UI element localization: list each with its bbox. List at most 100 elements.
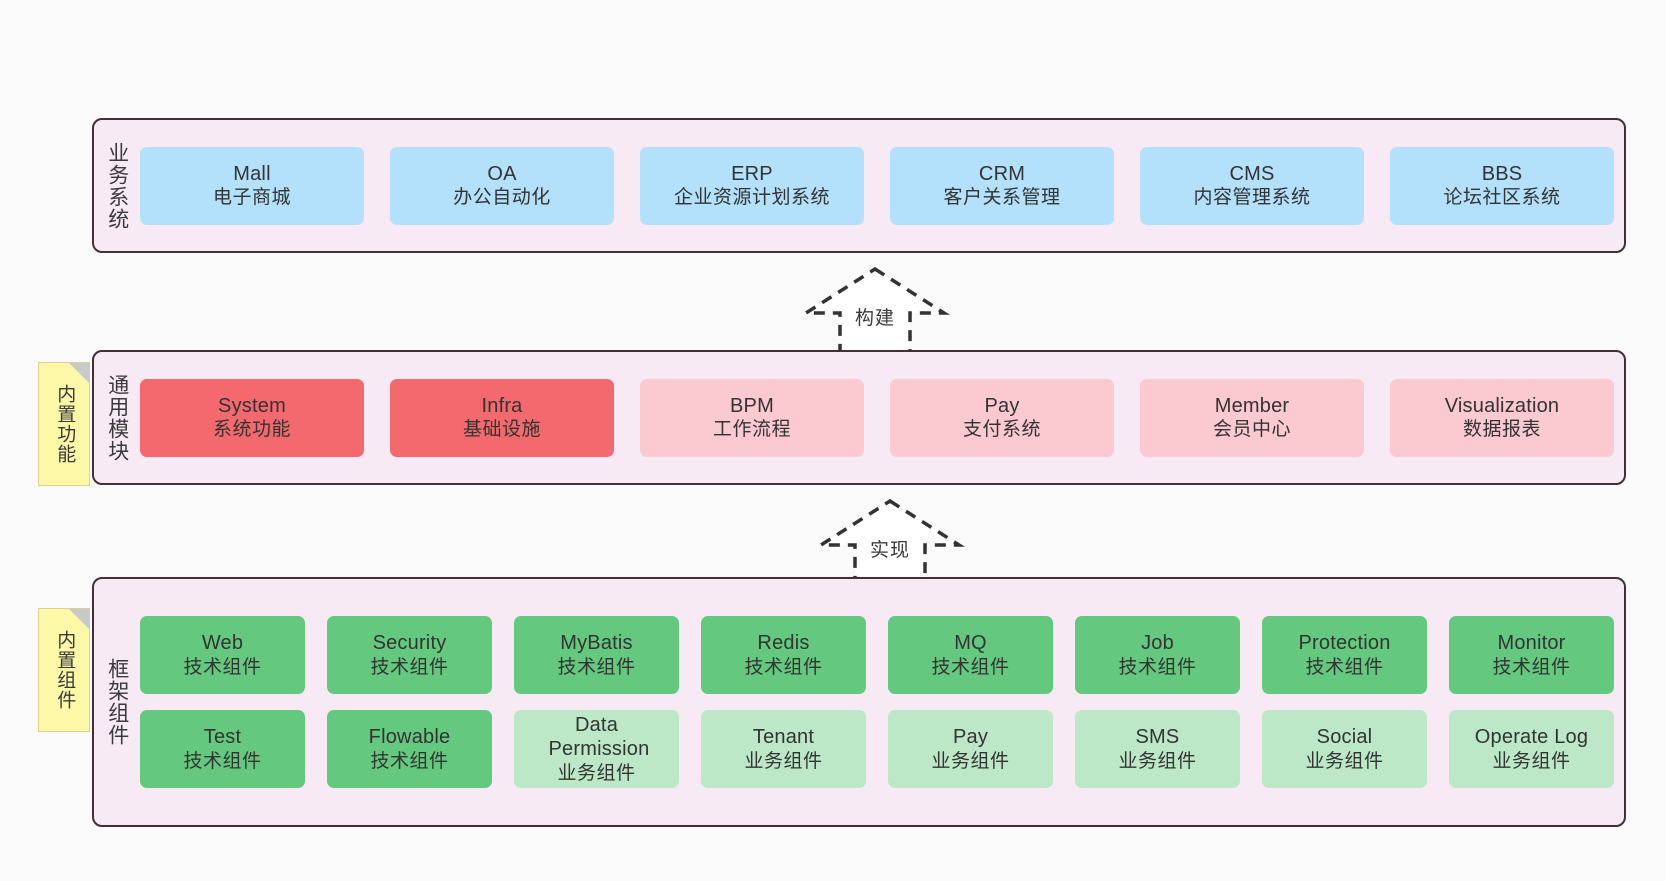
card-bpm[interactable]: BPM 工作流程: [640, 378, 864, 457]
card-title-en: Member: [1214, 394, 1290, 417]
card-redis[interactable]: Redis 技术组件: [701, 616, 866, 694]
note-builtin-functions: 内置功能: [38, 362, 90, 486]
card-web[interactable]: Web 技术组件: [140, 616, 305, 694]
card-title-cn: 企业资源计划系统: [673, 187, 830, 209]
card-row: System 系统功能 Infra 基础设施 BPM 工作流程 Pay 支付系统…: [140, 378, 1614, 457]
card-oa[interactable]: OA 办公自动化: [390, 146, 614, 225]
card-title-cn: 技术组件: [1305, 656, 1384, 678]
card-social[interactable]: Social 业务组件: [1262, 710, 1427, 788]
card-title-en: MQ: [954, 632, 987, 655]
connector-implement-label: 实现: [869, 540, 910, 561]
card-title-en: Visualization: [1444, 394, 1560, 417]
card-title-en: CRM: [978, 162, 1026, 185]
note-fold-corner-icon: [69, 609, 89, 629]
layer-common-modules: 通用模块 System 系统功能 Infra 基础设施 BPM 工作流程 Pay…: [92, 350, 1626, 485]
card-title-cn: 客户关系管理: [943, 187, 1061, 209]
note-fold-corner-icon: [69, 363, 89, 383]
card-security[interactable]: Security 技术组件: [327, 616, 492, 694]
card-monitor[interactable]: Monitor 技术组件: [1449, 616, 1614, 694]
card-title-cn: 论坛社区系统: [1443, 187, 1561, 209]
card-mybatis[interactable]: MyBatis 技术组件: [514, 616, 679, 694]
card-title-cn: 工作流程: [712, 419, 791, 441]
card-title-cn: 电子商城: [212, 187, 291, 209]
layer-body-framework-components: Web 技术组件 Security 技术组件 MyBatis 技术组件 Redi…: [140, 587, 1614, 817]
card-title-cn: 基础设施: [462, 419, 541, 441]
card-erp[interactable]: ERP 企业资源计划系统: [640, 146, 864, 225]
card-title-en: ERP: [731, 162, 773, 185]
card-title-cn: 业务组件: [557, 762, 636, 784]
layer-body-business-system: Mall 电子商城 OA 办公自动化 ERP 企业资源计划系统 CRM 客户关系…: [140, 128, 1614, 243]
card-job[interactable]: Job 技术组件: [1075, 616, 1240, 694]
card-mall[interactable]: Mall 电子商城: [140, 146, 364, 225]
card-title-cn: 内容管理系统: [1193, 187, 1311, 209]
card-title-cn: 业务组件: [1492, 750, 1571, 772]
card-pay-component[interactable]: Pay 业务组件: [888, 710, 1053, 788]
card-title-cn: 业务组件: [931, 750, 1010, 772]
card-title-cn: 技术组件: [183, 750, 262, 772]
card-title-en: CMS: [1229, 162, 1275, 185]
card-title-en: BPM: [730, 394, 774, 417]
card-system[interactable]: System 系统功能: [140, 378, 364, 457]
card-tenant[interactable]: Tenant 业务组件: [701, 710, 866, 788]
card-title-en: Pay: [952, 726, 989, 749]
card-title-cn: 办公自动化: [453, 187, 551, 209]
card-title-en: Operate Log: [1474, 726, 1589, 749]
card-title-en: Mall: [233, 162, 271, 185]
card-bbs[interactable]: BBS 论坛社区系统: [1390, 146, 1614, 225]
card-title-en: Job: [1141, 632, 1174, 655]
card-visualization[interactable]: Visualization 数据报表: [1390, 378, 1614, 457]
layer-framework-components: 框架组件 Web 技术组件 Security 技术组件 MyBatis 技术组件…: [92, 577, 1626, 827]
card-pay-module[interactable]: Pay 支付系统: [890, 378, 1114, 457]
card-title-en: OA: [487, 162, 517, 185]
card-title-cn: 技术组件: [370, 656, 449, 678]
card-title-cn: 技术组件: [744, 656, 823, 678]
card-title-en: Monitor: [1497, 632, 1566, 655]
card-title-en: BBS: [1481, 162, 1523, 185]
card-flowable[interactable]: Flowable 技术组件: [327, 710, 492, 788]
card-title-cn: 业务组件: [744, 750, 823, 772]
card-title-en: Tenant: [752, 726, 815, 749]
connector-build-label: 构建: [854, 308, 895, 329]
card-title-cn: 技术组件: [183, 656, 262, 678]
card-crm[interactable]: CRM 客户关系管理: [890, 146, 1114, 225]
card-title-en: Infra: [481, 394, 523, 417]
card-infra[interactable]: Infra 基础设施: [390, 378, 614, 457]
note-builtin-components: 内置组件: [38, 608, 90, 732]
note-label: 内置组件: [54, 630, 76, 710]
card-title-en: Pay: [984, 394, 1020, 417]
card-cms[interactable]: CMS 内容管理系统: [1140, 146, 1364, 225]
card-title-cn: 技术组件: [931, 656, 1010, 678]
card-member[interactable]: Member 会员中心: [1140, 378, 1364, 457]
card-test[interactable]: Test 技术组件: [140, 710, 305, 788]
card-title-en: Data Permission: [548, 714, 650, 761]
card-title-cn: 技术组件: [557, 656, 636, 678]
card-title-cn: 业务组件: [1118, 750, 1197, 772]
card-title-cn: 技术组件: [1492, 656, 1571, 678]
card-title-en: Web: [201, 632, 244, 655]
card-title-cn: 技术组件: [1118, 656, 1197, 678]
note-label: 内置功能: [54, 384, 76, 464]
card-row: Test 技术组件 Flowable 技术组件 Data Permission …: [140, 710, 1614, 788]
card-title-cn: 会员中心: [1212, 419, 1291, 441]
card-protection[interactable]: Protection 技术组件: [1262, 616, 1427, 694]
layer-body-common-modules: System 系统功能 Infra 基础设施 BPM 工作流程 Pay 支付系统…: [140, 360, 1614, 475]
layer-title-business-system: 业务系统: [105, 141, 129, 230]
card-sms[interactable]: SMS 业务组件: [1075, 710, 1240, 788]
card-title-en: System: [218, 394, 286, 417]
layer-business-system: 业务系统 Mall 电子商城 OA 办公自动化 ERP 企业资源计划系统 CRM…: [92, 118, 1626, 253]
card-row: Web 技术组件 Security 技术组件 MyBatis 技术组件 Redi…: [140, 616, 1614, 694]
card-title-cn: 系统功能: [212, 419, 291, 441]
card-title-cn: 数据报表: [1462, 419, 1541, 441]
layer-title-common-modules: 通用模块: [105, 373, 129, 462]
card-operate-log[interactable]: Operate Log 业务组件: [1449, 710, 1614, 788]
card-title-en: Test: [203, 726, 242, 749]
card-title-en: MyBatis: [560, 632, 633, 655]
card-data-permission[interactable]: Data Permission 业务组件: [514, 710, 679, 788]
layer-title-framework-components: 框架组件: [105, 658, 129, 746]
card-mq[interactable]: MQ 技术组件: [888, 616, 1053, 694]
card-title-en: SMS: [1135, 726, 1180, 749]
card-title-cn: 技术组件: [370, 750, 449, 772]
card-title-en: Redis: [757, 632, 810, 655]
card-title-cn: 业务组件: [1305, 750, 1384, 772]
